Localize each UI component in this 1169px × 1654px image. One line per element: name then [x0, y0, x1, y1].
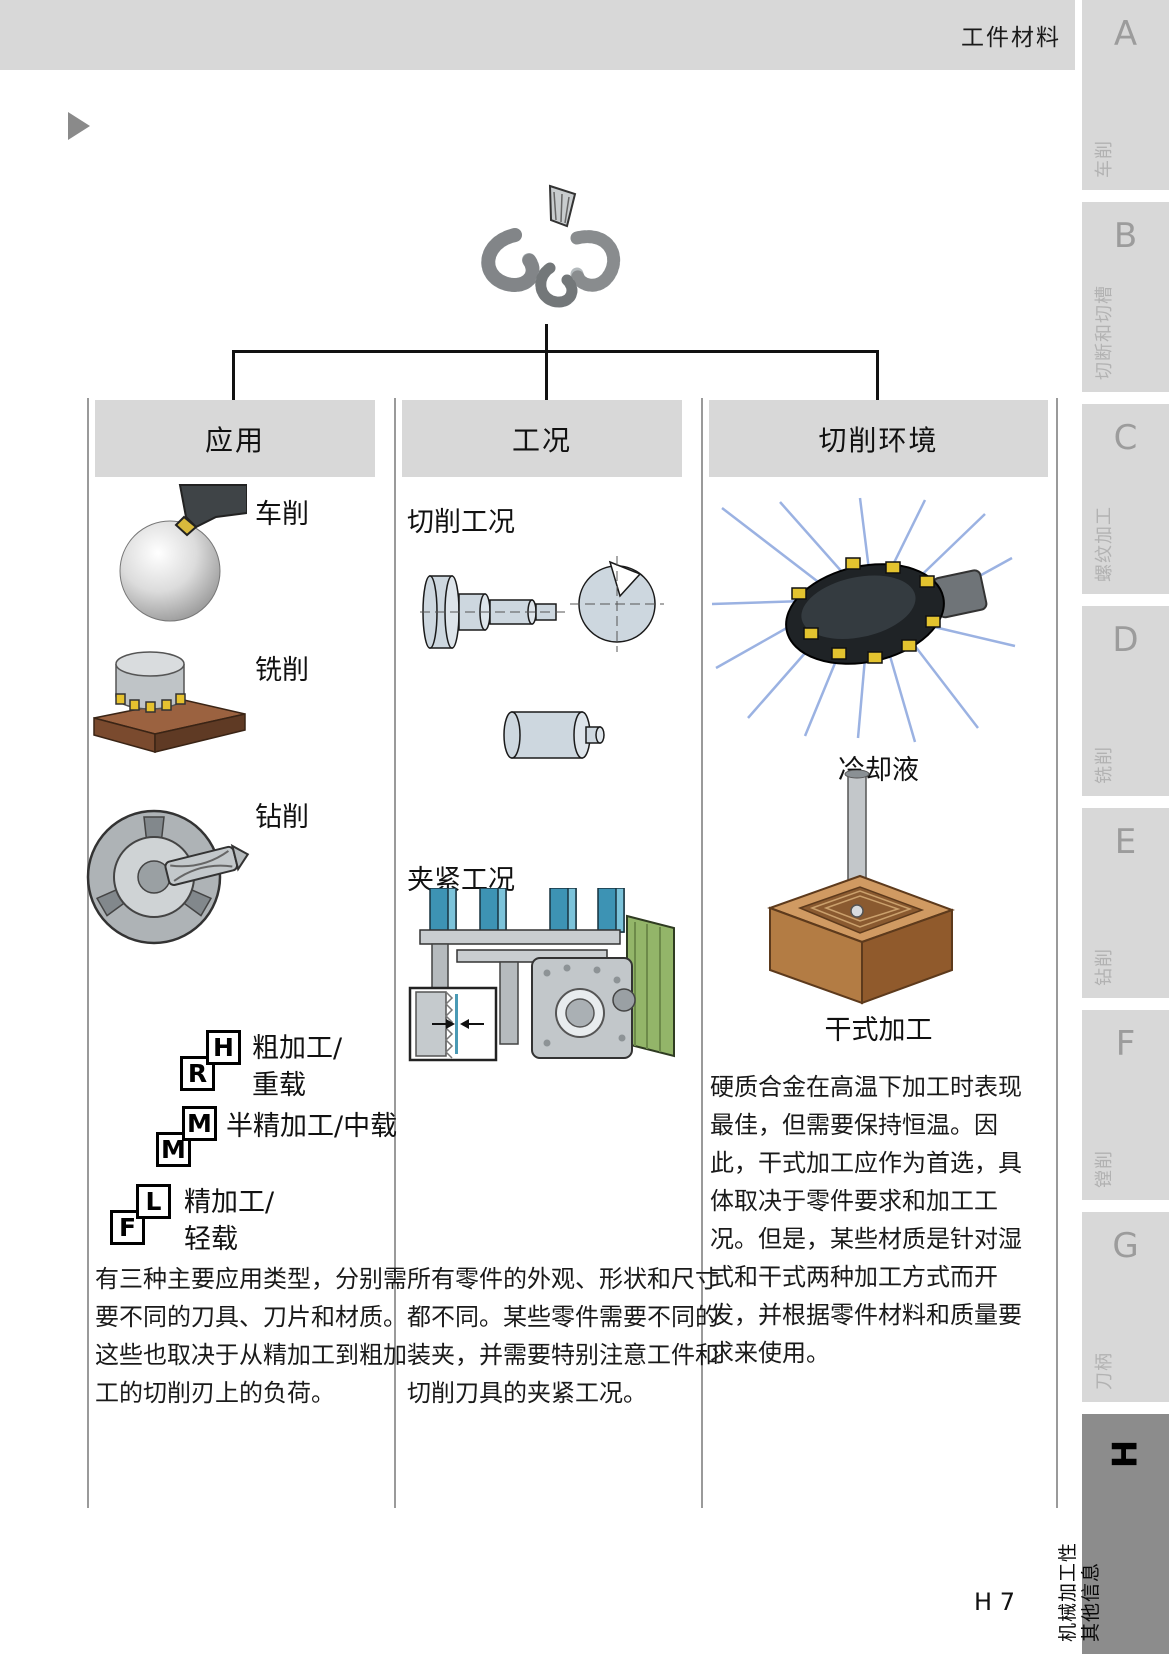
column-divider: [394, 398, 396, 1508]
column-header-application: 应用: [95, 400, 375, 477]
column-header-conditions: 工况: [402, 400, 682, 477]
tab-letter: C: [1113, 418, 1138, 458]
load-box-front-m: M: [182, 1106, 217, 1141]
sidebar-tab-e: E 钻削: [1082, 808, 1169, 998]
sidebar-tab-b: B 切断和切槽: [1082, 202, 1169, 392]
turning-illustration: [119, 484, 247, 622]
tab-label: 车削: [1094, 140, 1115, 178]
sidebar-tab-f: F 镗削: [1082, 1010, 1169, 1200]
page-header-bar: 工件材料: [0, 0, 1075, 70]
right-triangle-marker-icon: [68, 112, 90, 140]
fixture-clamping-illustration: [408, 888, 675, 1062]
tab-label: 切断和切槽: [1094, 285, 1115, 380]
load-box-front-h: H: [206, 1030, 241, 1065]
column-header-environment: 切削环境: [709, 400, 1048, 477]
load-type-label-roughing: 粗加工/ 重载: [252, 1033, 343, 1101]
sidebar-tab-c: C 螺纹加工: [1082, 404, 1169, 594]
load-box-back-f: F: [110, 1210, 145, 1245]
sidebar-tab-g: G 刀柄: [1082, 1212, 1169, 1402]
drilling-illustration: [86, 809, 250, 945]
coolant-milling-illustration: [711, 497, 1016, 743]
column-divider: [701, 398, 703, 1508]
tab-label: 机械加工性 其他信息: [1057, 1541, 1102, 1642]
tab-label: 刀柄: [1094, 1352, 1115, 1390]
sidebar-tab-a: A 车削: [1082, 0, 1169, 190]
page-number: H 7: [974, 1588, 1015, 1616]
application-item-drilling-label: 钻削: [255, 802, 309, 833]
sidebar-tab-h-active: H 机械加工性 其他信息: [1057, 1414, 1169, 1654]
load-type-label-medium: 半精加工/中载: [226, 1111, 398, 1142]
application-item-turning-label: 车削: [255, 499, 309, 530]
tab-letter: H: [1105, 1439, 1146, 1469]
dry-machining-illustration: [767, 770, 955, 1005]
tab-letter: D: [1112, 620, 1139, 660]
tab-letter: G: [1112, 1226, 1139, 1266]
tab-letter: B: [1113, 216, 1138, 256]
tab-label: 螺纹加工: [1094, 506, 1115, 582]
column-divider: [1056, 398, 1058, 1508]
dry-machining-label: 干式加工: [824, 1015, 933, 1046]
tab-letter: F: [1115, 1024, 1136, 1064]
metal-chips-illustration: [481, 184, 621, 308]
tab-label: 铣削: [1094, 746, 1115, 784]
tab-letter: E: [1114, 822, 1137, 862]
tree-stub-right: [876, 350, 879, 400]
cutting-conditions-label: 切削工况: [407, 507, 515, 538]
page-title: 工件材料: [961, 25, 1061, 51]
load-box-front-l: L: [136, 1184, 171, 1219]
tree-horizontal-line: [232, 350, 879, 353]
tree-stub-left: [232, 350, 235, 400]
sidebar-tab-d: D 铣削: [1082, 606, 1169, 796]
conditions-paragraph: 所有零件的外观、形状和尺寸都不同。某些零件需要不同的装夹，并需要特别注意工件和切…: [407, 1265, 719, 1407]
tree-stub-middle: [545, 324, 548, 400]
tab-label: 镗削: [1094, 1150, 1115, 1188]
tab-label: 钻削: [1094, 948, 1115, 986]
application-item-milling-label: 铣削: [255, 655, 309, 686]
environment-paragraph: 硬质合金在高温下加工时表现最佳，但需要保持恒温。因此，干式加工应作为首选，具体取…: [710, 1073, 1022, 1367]
load-type-label-finishing: 精加工/ 轻载: [184, 1187, 275, 1255]
tab-letter: A: [1113, 14, 1138, 54]
milling-illustration: [93, 651, 246, 753]
component-drawings-illustration: [420, 556, 664, 759]
application-paragraph: 有三种主要应用类型，分别需要不同的刀具、刀片和材质。这些也取决于从精加工到粗加工…: [95, 1265, 407, 1407]
column-divider: [87, 398, 89, 1508]
